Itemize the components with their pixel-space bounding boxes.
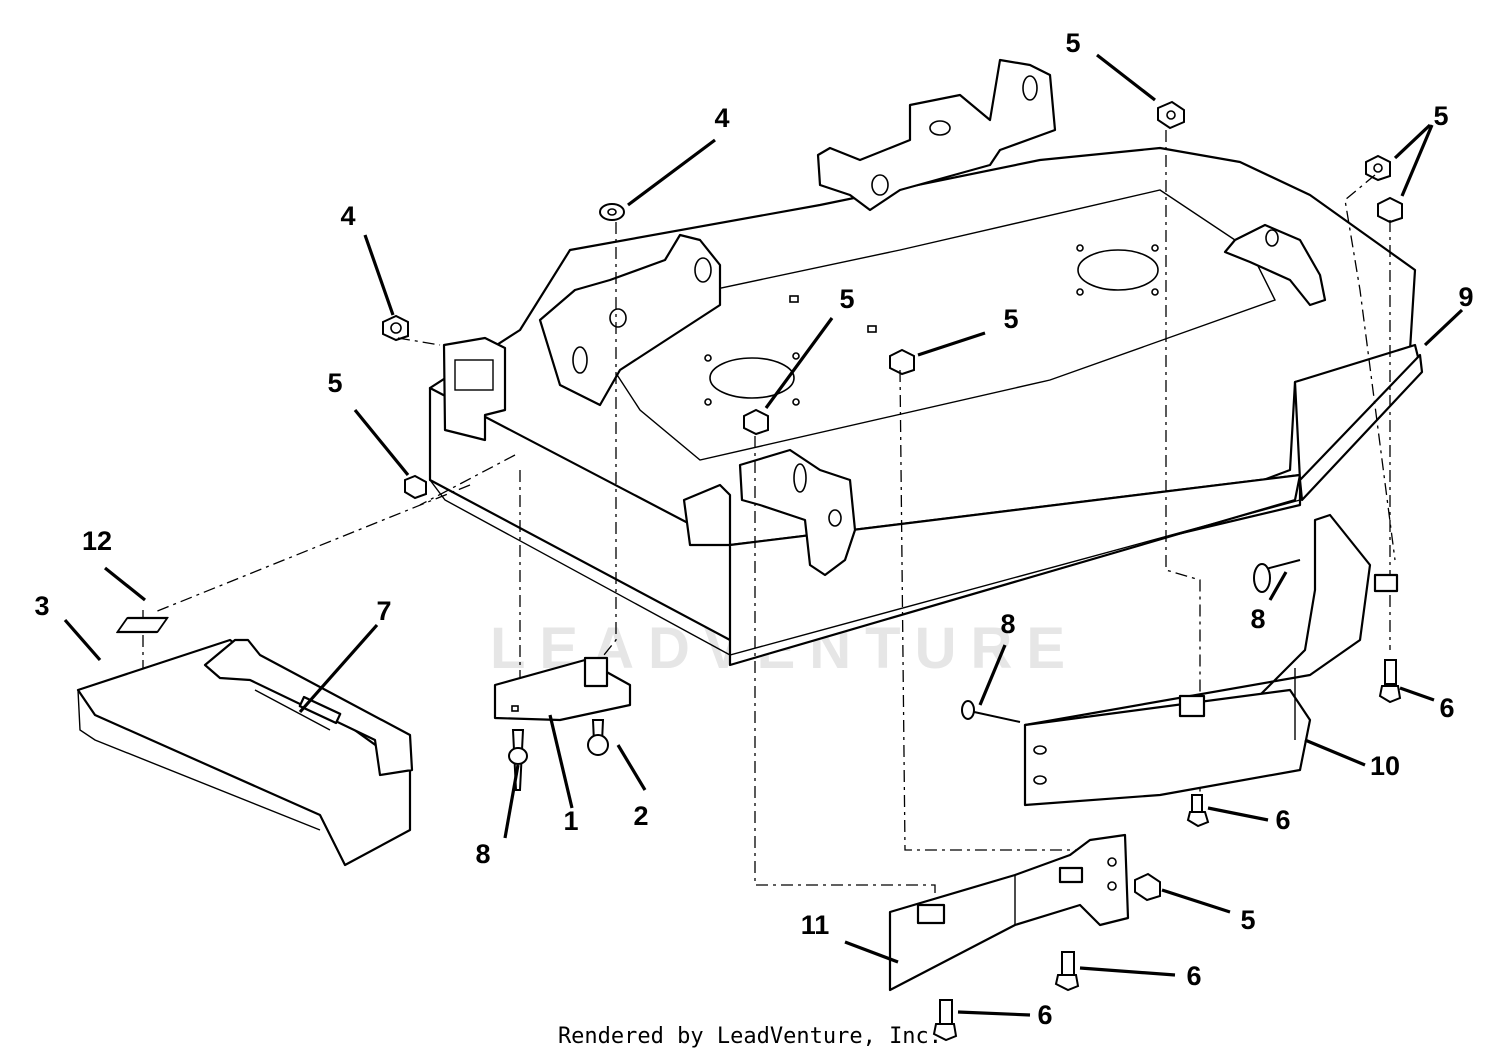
callout-8-left: 8	[475, 839, 490, 869]
front-left-bracket	[682, 483, 732, 547]
callout-9: 9	[1458, 282, 1473, 312]
callout-10: 10	[1370, 751, 1400, 781]
callout-5-top: 5	[1065, 28, 1080, 58]
left-front-bracket	[538, 233, 722, 407]
callout-5-top-right: 5	[1433, 101, 1448, 131]
callout-5-left: 5	[327, 368, 342, 398]
callout-4-left: 4	[340, 201, 355, 231]
callout-5-center-right: 5	[1003, 304, 1018, 334]
callout-8-right: 8	[1250, 604, 1265, 634]
callout-2: 2	[633, 801, 648, 831]
front-center-bracket	[738, 448, 857, 577]
baffle-11	[888, 833, 1130, 1042]
deck-shell	[428, 146, 1424, 667]
rear-hitch-bracket	[816, 58, 1057, 212]
callout-12: 12	[82, 526, 112, 556]
left-rear-post	[442, 336, 507, 442]
callout-6-bottom: 6	[1037, 1000, 1052, 1030]
hardware-nuts	[382, 100, 1403, 902]
right-rear-bracket	[1223, 223, 1327, 307]
callout-5-lower: 5	[1240, 905, 1255, 935]
render-credit: Rendered by LeadVenture, Inc.	[557, 1024, 943, 1049]
callout-labels: 5 4 5 4 5 5 9 5 12 3 7 8 8 1 2 8 6 10 6 …	[34, 28, 1473, 1030]
callout-11: 11	[801, 910, 830, 940]
callout-6-lower: 6	[1186, 961, 1201, 991]
callout-7: 7	[376, 596, 391, 626]
callout-5-center: 5	[839, 284, 854, 314]
callout-leaders	[63, 53, 1464, 1017]
pivot-bracket-7	[203, 638, 414, 777]
callout-8-center: 8	[1000, 609, 1015, 639]
baffle-10	[961, 513, 1402, 828]
assembly-lines	[142, 130, 1396, 900]
callout-3: 3	[34, 591, 49, 621]
callout-6-right: 6	[1439, 693, 1454, 723]
callout-6-center: 6	[1275, 805, 1290, 835]
callout-1: 1	[563, 806, 578, 836]
callout-4-top: 4	[714, 103, 729, 133]
